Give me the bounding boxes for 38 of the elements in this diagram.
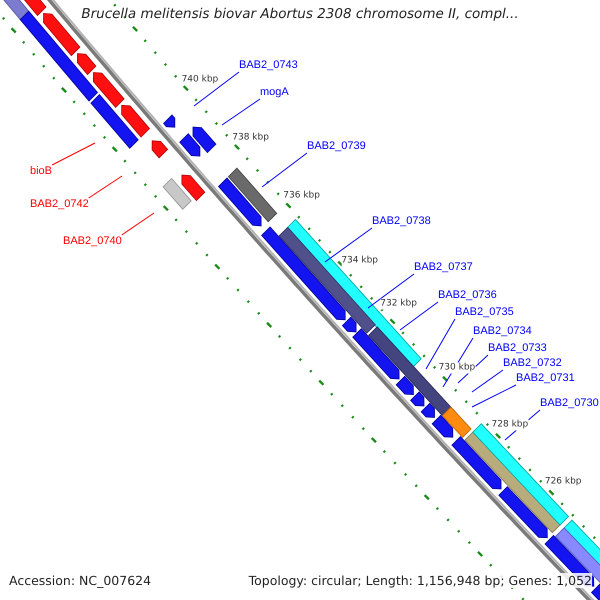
scale-label: 738 kbp	[232, 132, 269, 144]
leader-line	[222, 98, 260, 126]
gene-label: BAB2_0732	[503, 357, 562, 370]
gene-label: BAB2_0733	[488, 342, 547, 355]
scale-label: 732 kbp	[380, 298, 417, 310]
scale-label: 726 kbp	[544, 476, 582, 488]
gene-label: BAB2_0734	[473, 325, 532, 338]
leader-line	[194, 72, 240, 106]
accession-text: Accession: NC_007624	[9, 573, 152, 588]
gene-label: BAB2_0737	[414, 261, 473, 274]
leader-line	[368, 274, 414, 308]
leader-line	[121, 212, 154, 236]
gene-label: BAB2_0738	[372, 215, 431, 228]
summary-text: Topology: circular; Length: 1,156,948 bp; Genes: 1,052	[248, 573, 592, 588]
gene-label: BAB2_0736	[438, 289, 497, 302]
gene-label: BAB2_0740	[63, 235, 122, 248]
leader-line	[324, 228, 372, 262]
gene-label: BAB2_0731	[516, 372, 575, 385]
scale-label: 734 kbp	[341, 256, 378, 267]
leader-line	[400, 302, 438, 330]
leader-line	[52, 142, 96, 166]
scale-label: 728 kbp	[492, 420, 528, 431]
map-title: Brucella melitensis biovar Abortus 2308 chromosome II, compl...	[80, 6, 520, 22]
gene-label: BAB2_0743	[239, 59, 298, 72]
leader-line	[88, 176, 122, 198]
scale-label: 736 kbp	[283, 190, 320, 202]
gene-label: BAB2_0742	[30, 198, 89, 211]
leader-line	[472, 384, 516, 408]
leader-line	[262, 152, 308, 188]
gene-label: bioB	[30, 165, 52, 178]
scale-label: 740 kbp	[182, 74, 218, 86]
leader-line	[426, 318, 456, 370]
gene-label: BAB2_0730	[540, 397, 599, 410]
leader-line	[472, 370, 504, 392]
gene-label: BAB2_0735	[455, 306, 514, 319]
gene-label: mogA	[260, 86, 289, 99]
scale-label: 730 kbp	[438, 362, 476, 374]
gene-label: BAB2_0739	[307, 140, 366, 153]
